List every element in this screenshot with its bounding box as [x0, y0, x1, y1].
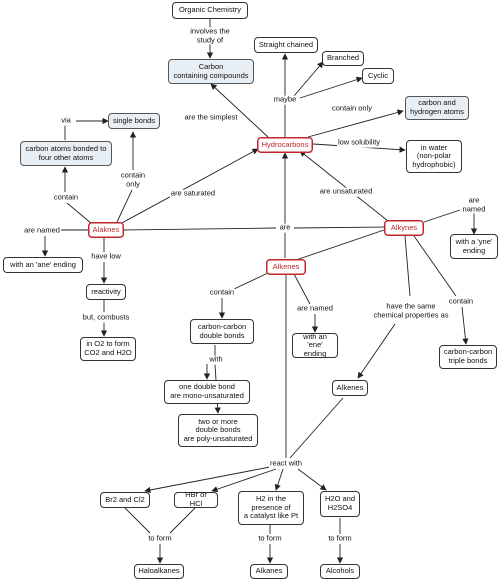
- edge-alkynes-named: [423, 209, 461, 223]
- label-to-form-3: to form: [327, 533, 353, 544]
- node-h2-pt[interactable]: H2 in the presence of a catalyst like Pt: [238, 491, 304, 525]
- node-reactivity[interactable]: reactivity: [86, 284, 126, 300]
- edge-alkynes-same: [404, 235, 411, 297]
- label-involves: involves the study of: [189, 26, 231, 45]
- label-are-named-right: are named: [461, 195, 487, 214]
- edge-hydro-carbon: [210, 83, 269, 138]
- label-are-named-left: are named: [23, 225, 61, 236]
- label-but-combusts: but, combusts: [81, 312, 131, 323]
- edge-maybe-cyclic: [299, 76, 363, 99]
- node-alkanes-product[interactable]: Alkanes: [250, 564, 288, 579]
- edge-react-br2: [144, 466, 271, 494]
- node-hbr-hcl[interactable]: HBr or HCl: [174, 491, 218, 508]
- edge-same-alkenes2: [357, 323, 396, 379]
- label-via: via: [60, 115, 72, 126]
- label-react-with: react with: [268, 458, 304, 469]
- node-in-water[interactable]: in water (non-polar hydrophobic): [406, 140, 462, 173]
- edge-alkanes-containonly: [116, 189, 133, 223]
- node-alkenes-2[interactable]: Alkenes: [332, 380, 368, 396]
- label-saturated: are saturated: [169, 188, 217, 199]
- node-carbon-hydrogen[interactable]: carbon and hydrogen atoms: [405, 96, 469, 120]
- node-ene-ending[interactable]: with an 'ene' ending: [292, 332, 338, 358]
- node-yne-ending[interactable]: with a 'yne' ending: [450, 234, 498, 259]
- node-poly-unsat[interactable]: two or more double bonds are poly-unsatu…: [178, 414, 258, 447]
- node-branched[interactable]: Branched: [322, 51, 364, 66]
- node-carbon-compounds[interactable]: Carbon containing compounds: [168, 59, 254, 84]
- node-haloalkanes[interactable]: Haloalkanes: [134, 564, 184, 579]
- label-are: are: [278, 222, 292, 233]
- node-alkynes[interactable]: Alkynes: [384, 220, 424, 236]
- edge-maybe-branched: [293, 61, 324, 97]
- node-cyclic[interactable]: Cyclic: [362, 68, 394, 84]
- edge-alkenes2-react: [289, 397, 344, 459]
- edge-alkanes-are: [122, 227, 277, 231]
- edge-alkanes-contain: [66, 202, 93, 225]
- node-br2-cl2[interactable]: Br2 and Cl2: [100, 492, 150, 508]
- edge-hydro-ch: [307, 109, 404, 138]
- label-contain-only-hc: contain only: [330, 103, 374, 114]
- edge-hbr-form: [169, 507, 196, 534]
- label-with: with: [208, 354, 224, 365]
- edge-contain-triple: [461, 306, 469, 345]
- node-h2o-h2so4[interactable]: H2O and H2SO4: [320, 491, 360, 517]
- label-have-same: have the same chemical properties as: [372, 301, 450, 320]
- label-have-low: have low: [90, 251, 122, 262]
- edge-react-h2o: [297, 468, 327, 491]
- label-are-named-mid: are named: [296, 303, 334, 314]
- label-contain-left: contain: [52, 192, 80, 203]
- node-organic-chemistry[interactable]: Organic Chemistry: [172, 2, 248, 19]
- node-ane-ending[interactable]: with an 'ane' ending: [3, 257, 83, 273]
- node-single-bonds[interactable]: single bonds: [108, 113, 160, 129]
- label-simplest: are the simplest: [183, 112, 239, 123]
- label-contain-alkenes: contain: [208, 287, 236, 298]
- node-cc-triple[interactable]: carbon-carbon triple bonds: [439, 345, 497, 369]
- node-straight-chained[interactable]: Straight chained: [254, 37, 318, 53]
- node-hydrocarbons[interactable]: Hydrocarbons: [257, 137, 313, 153]
- edge-alkynes-hydro: [299, 150, 389, 222]
- label-contain-alkynes: contain: [447, 296, 475, 307]
- label-to-form-1: to form: [147, 533, 173, 544]
- node-alkanes[interactable]: Alaknes: [88, 222, 124, 238]
- edge-are-alkynes: [293, 226, 385, 229]
- label-maybe: maybe: [272, 94, 298, 105]
- edge-alkenes-alkynes: [295, 229, 385, 261]
- node-carbon-bonded[interactable]: carbon atoms bonded to four other atoms: [20, 141, 112, 166]
- edge-alkanes-hydro: [119, 148, 259, 225]
- edge-alkenes-contain: [231, 271, 271, 291]
- edge-react-hbr: [211, 468, 277, 493]
- node-alcohols[interactable]: Alcohols: [320, 564, 360, 579]
- node-mono-unsat[interactable]: one double bond are mono-unsaturated: [164, 380, 250, 404]
- edge-react-h2: [274, 468, 284, 491]
- label-contain-only-left: contain only: [119, 170, 147, 189]
- label-to-form-2: to form: [257, 533, 283, 544]
- node-alkenes[interactable]: Alkenes: [266, 259, 306, 275]
- edge-br2-form: [124, 507, 151, 534]
- node-o2-combust[interactable]: in O2 to form CO2 and H2O: [80, 337, 136, 361]
- label-low-solubility: low solubility: [336, 137, 382, 148]
- edge-alkenes-named: [293, 273, 311, 305]
- edge-alkynes-contain: [413, 235, 457, 297]
- label-unsaturated: are unsaturated: [318, 186, 374, 197]
- node-cc-double[interactable]: carbon-carbon double bonds: [190, 319, 254, 344]
